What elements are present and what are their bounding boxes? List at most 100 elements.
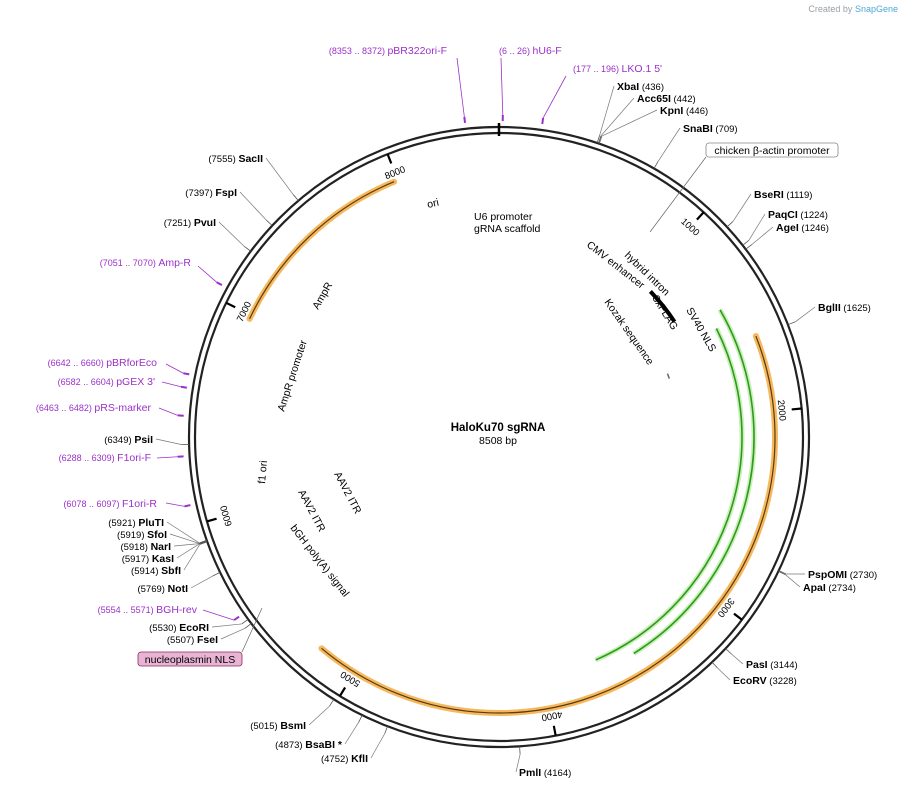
enzyme-label: (5530) EcoRI bbox=[149, 622, 209, 634]
enzyme-site-mark bbox=[745, 244, 753, 250]
flag-label: 3xFLAG bbox=[649, 293, 680, 332]
enzyme-label: PmlI (4164) bbox=[519, 767, 571, 779]
primer-name: BGH-rev bbox=[156, 604, 198, 616]
enzyme-label: (5507) FseI bbox=[167, 634, 218, 646]
enzyme-position: (446) bbox=[683, 106, 708, 117]
aav2-itr-a-label: AAV2 ITR bbox=[331, 470, 363, 517]
enzyme-label: (5917) KasI bbox=[122, 553, 174, 565]
enzyme-name: KpnI bbox=[660, 105, 683, 117]
enzyme-leader bbox=[190, 575, 214, 589]
enzyme-site-mark bbox=[241, 618, 249, 625]
nucleoplasmin-leader bbox=[241, 607, 263, 653]
enzyme-leader bbox=[308, 705, 330, 726]
bp-tick-mark bbox=[338, 686, 347, 697]
snapgene-credit: Created by SnapGene bbox=[808, 4, 898, 14]
primer-label: (6463 .. 6482) pRS-marker bbox=[36, 402, 152, 414]
primer-mark bbox=[183, 372, 190, 376]
enzyme-site-mark bbox=[778, 570, 786, 576]
enzyme-name: XbaI bbox=[617, 81, 639, 93]
enzyme-name: PsiI bbox=[134, 434, 153, 446]
enzyme-site-mark bbox=[726, 221, 734, 228]
enzyme-position: (5921) bbox=[108, 518, 138, 529]
bp-tick-mark bbox=[206, 517, 217, 523]
enzyme-label: (5918) NarI bbox=[120, 541, 171, 553]
enzyme-position: (3228) bbox=[767, 676, 797, 687]
enzyme-site-mark bbox=[212, 572, 221, 577]
enzyme-position: (442) bbox=[671, 94, 696, 105]
primer-mark bbox=[180, 385, 188, 389]
enzyme-leader bbox=[183, 544, 201, 571]
enzyme-leader bbox=[155, 438, 182, 445]
primer-label: (6288 .. 6309) F1ori-F bbox=[59, 452, 151, 464]
enzyme-name: EcoRI bbox=[179, 622, 209, 634]
enzyme-leader bbox=[657, 127, 681, 162]
credit-brand: SnapGene bbox=[854, 4, 898, 14]
enzyme-position: (5015) bbox=[250, 721, 280, 732]
primer-mark bbox=[216, 281, 223, 286]
nucleoplasmin-label: nucleoplasmin NLS bbox=[145, 654, 235, 666]
enzyme-name: NotI bbox=[168, 583, 188, 595]
primer-range: (7051 .. 7070) bbox=[100, 258, 159, 268]
enzyme-name: SfoI bbox=[147, 529, 167, 541]
enzyme-name: AgeI bbox=[776, 222, 799, 234]
enzyme-leader bbox=[717, 667, 731, 681]
primer-leader bbox=[197, 265, 217, 283]
enzyme-leader bbox=[748, 213, 766, 241]
enzyme-position: (5917) bbox=[122, 554, 152, 565]
enzyme-name: FspI bbox=[215, 187, 237, 199]
enzyme-label: (4873) BsaBI * bbox=[275, 739, 343, 751]
bp-tick-mark bbox=[386, 153, 393, 164]
enzyme-label: (5769) NotI bbox=[137, 583, 188, 595]
primer-range: (177 .. 196) bbox=[573, 64, 622, 74]
bp-tick-mark bbox=[225, 301, 236, 309]
primer-name: F1ori-R bbox=[122, 498, 157, 510]
enzyme-label: (4752) KflI bbox=[321, 753, 368, 765]
bgh-label: bGH poly(A) signal bbox=[288, 522, 352, 599]
enzyme-name: PasI bbox=[746, 659, 768, 671]
u6-promoter-label: U6 promoter bbox=[474, 211, 533, 223]
enzyme-label: PspOMI (2730) bbox=[808, 569, 877, 581]
enzyme-position: (5507) bbox=[167, 635, 197, 646]
enzyme-position: (6349) bbox=[104, 435, 134, 446]
primer-leader bbox=[542, 75, 567, 119]
enzyme-label: PaqCI (1224) bbox=[768, 209, 828, 221]
enzyme-site-mark bbox=[384, 726, 388, 734]
primer-range: (6288 .. 6309) bbox=[59, 453, 118, 463]
primer-mark bbox=[233, 615, 240, 621]
cas9-inner-label: Cas9 bbox=[592, 568, 618, 590]
enzyme-label: (7251) PvuI bbox=[164, 217, 216, 229]
enzyme-label: Acc65I (442) bbox=[637, 93, 696, 105]
bp-tick-mark bbox=[733, 612, 743, 621]
enzyme-label: BglII (1625) bbox=[818, 302, 871, 314]
primer-label: (5554 .. 5571) BGH-rev bbox=[98, 604, 198, 616]
grna-scaffold-label: gRNA scaffold bbox=[474, 223, 541, 235]
enzyme-name: KflI bbox=[351, 753, 368, 765]
enzyme-label: BseRI (1119) bbox=[754, 189, 812, 201]
enzyme-leader bbox=[220, 627, 246, 640]
enzyme-site-mark bbox=[199, 540, 208, 544]
primer-leader bbox=[202, 609, 235, 621]
enzyme-label: XbaI (436) bbox=[617, 81, 664, 93]
enzyme-leader bbox=[600, 97, 635, 137]
enzyme-leader bbox=[515, 754, 521, 773]
primer-name: pBR322ori-F bbox=[387, 45, 447, 57]
primer-leader bbox=[500, 57, 504, 116]
primer-range: (6463 .. 6482) bbox=[36, 403, 95, 413]
chicken-actin-box bbox=[705, 142, 839, 158]
f1-ori-label: f1 ori bbox=[256, 460, 270, 484]
enzyme-name: PspOMI bbox=[808, 569, 847, 581]
primer-label: (6078 .. 6097) F1ori-R bbox=[63, 498, 157, 510]
enzyme-site-mark bbox=[596, 135, 601, 144]
primer-range: (6 .. 26) bbox=[499, 46, 533, 56]
primer-range: (5554 .. 5571) bbox=[98, 605, 157, 615]
sv40-nls-label: SV40 NLS bbox=[683, 306, 718, 354]
primer-leader bbox=[158, 407, 178, 416]
primer-label: (177 .. 196) LKO.1 5' bbox=[573, 63, 662, 75]
kozak-label: Kozak sequence bbox=[602, 297, 656, 368]
primer-range: (6582 .. 6604) bbox=[58, 377, 117, 387]
enzyme-position: (2730) bbox=[847, 570, 877, 581]
enzyme-site-mark bbox=[598, 135, 602, 144]
enzyme-site-mark bbox=[598, 135, 603, 144]
enzyme-label: KpnI (446) bbox=[660, 105, 708, 117]
enzyme-name: ApaI bbox=[803, 582, 826, 594]
